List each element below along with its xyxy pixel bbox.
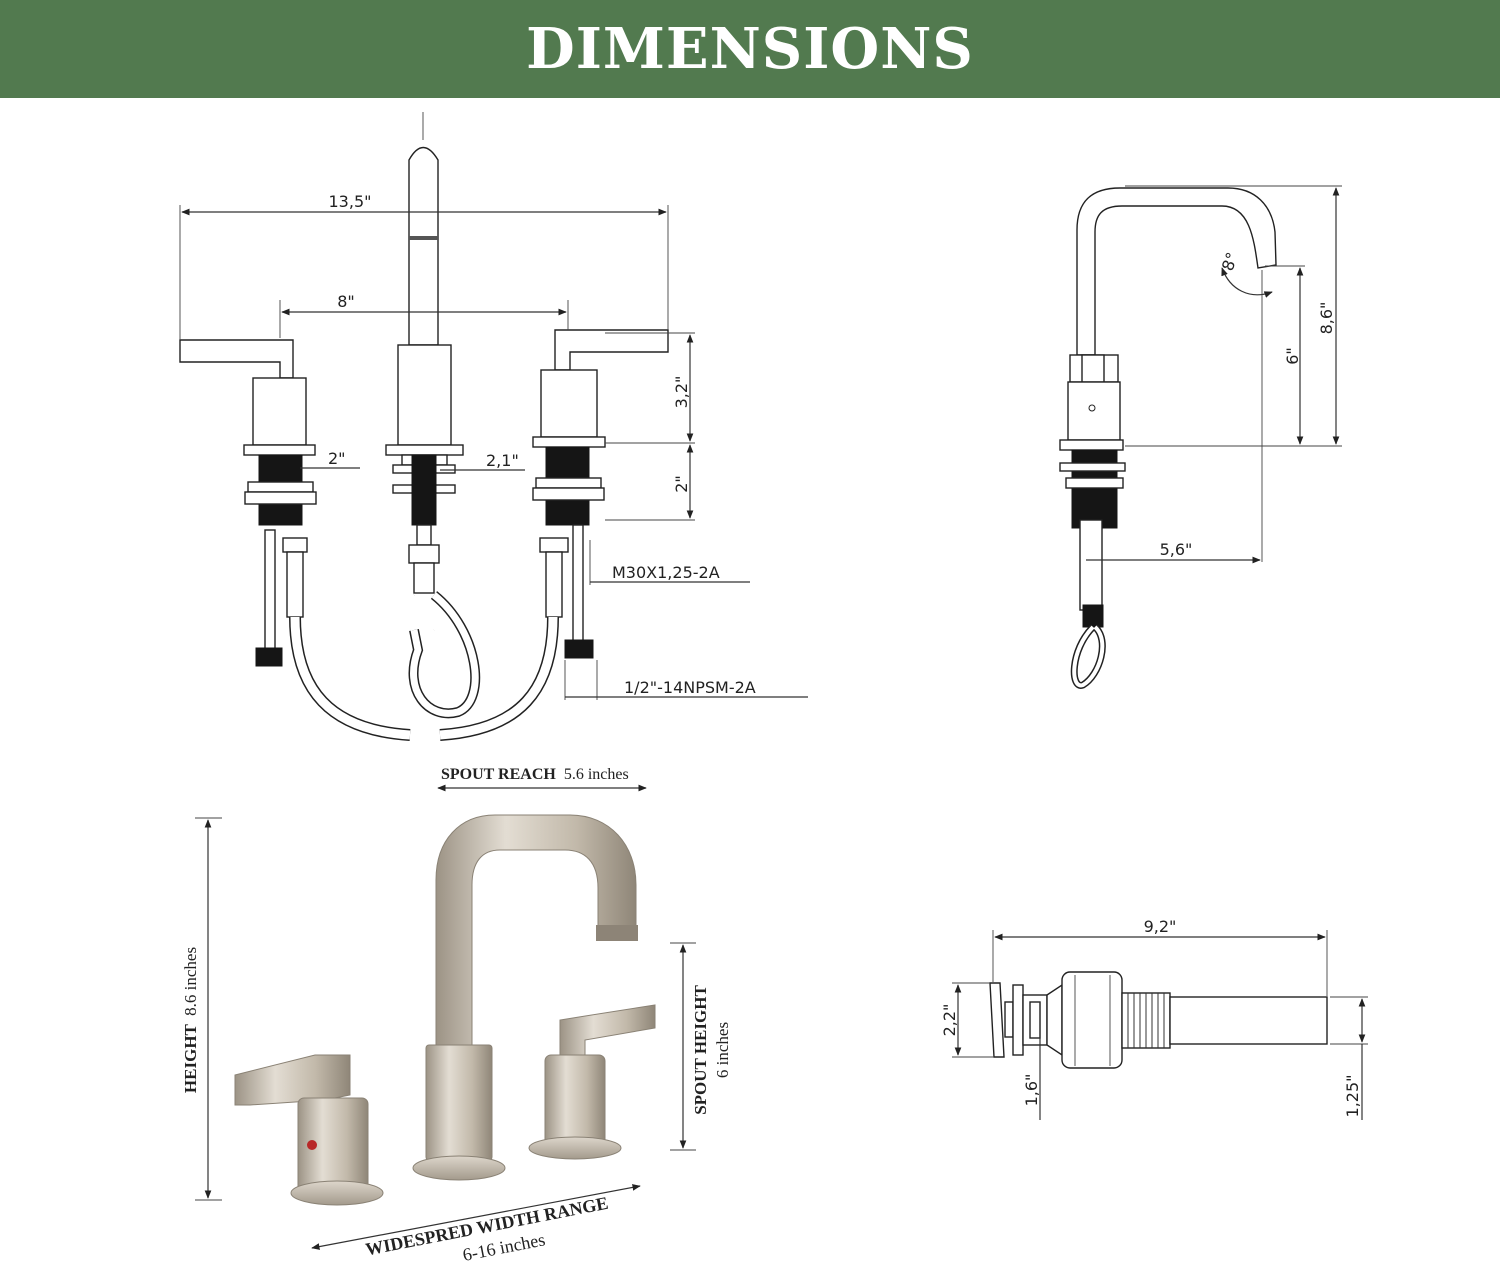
thread-spec-label: M30X1,25-2A	[612, 563, 720, 582]
front-view-diagram: 13,5" 8" 3,2" 2" 2" 2,1" M30X1,25-2A 1/2…	[179, 112, 808, 741]
drain-length-label: 9,2"	[1144, 917, 1177, 936]
inner-diameter-label: 1,6"	[1022, 1074, 1041, 1107]
spout-base-diameter-label: 2,1"	[486, 451, 519, 470]
overall-width-label: 13,5"	[329, 192, 372, 211]
spout-height-value: 6 inches	[713, 1022, 732, 1078]
spout-height-label: SPOUT HEIGHT	[691, 985, 710, 1115]
handle-height-label: 3,2"	[672, 376, 691, 409]
flange-diameter-label: 2,2"	[940, 1004, 959, 1037]
hot-indicator-icon	[307, 1140, 317, 1150]
dimension-drawings: 13,5" 8" 3,2" 2" 2" 2,1" M30X1,25-2A 1/2…	[179, 112, 1368, 1265]
spout-reach-label: SPOUT REACH 5.6 inches	[441, 766, 629, 783]
drain-diagram: 9,2" 2,2" 1,6" 1,25"	[940, 917, 1368, 1120]
spout-angle-label: 8°	[1218, 250, 1242, 274]
overall-height-label: 8,6"	[1317, 302, 1336, 335]
hose-connection-label: 1/2"-14NPSM-2A	[624, 678, 756, 697]
tailpiece-diameter-label: 1,25"	[1343, 1075, 1362, 1118]
handle-base-diameter-label: 2"	[328, 449, 346, 468]
side-view-diagram: 8° 8,6" 6" 5,6"	[1059, 185, 1342, 689]
faucet-product-render: SPOUT REACH 5.6 inches HEIGHT 8.6 inches…	[181, 766, 732, 1265]
center-spacing-label: 8"	[337, 292, 355, 311]
side-spout-height-label: 6"	[1283, 347, 1302, 365]
shank-length-label: 2"	[672, 475, 691, 493]
header-banner: DIMENSIONS	[0, 0, 1500, 98]
page-title: DIMENSIONS	[526, 16, 974, 82]
height-label: HEIGHT 8.6 inches	[181, 947, 200, 1093]
side-spout-reach-label: 5,6"	[1160, 540, 1193, 559]
